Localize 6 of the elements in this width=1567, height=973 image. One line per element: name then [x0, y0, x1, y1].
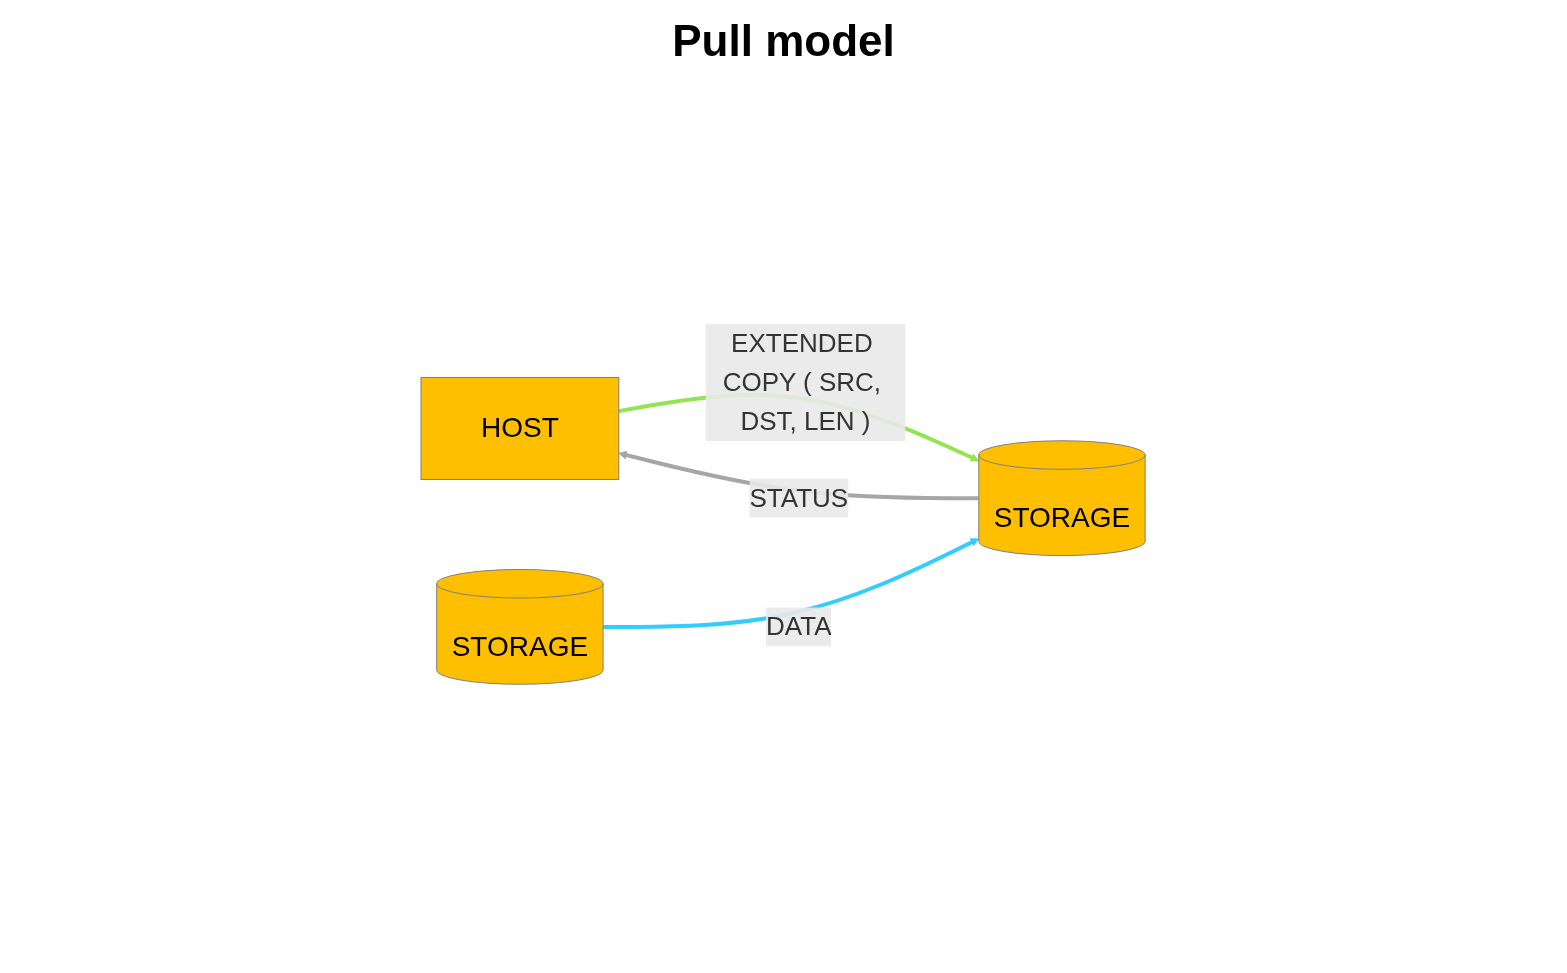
edge-label: DATA: [766, 611, 832, 642]
edge-label: STATUS: [749, 482, 849, 513]
edge-label: EXTENDED COPY ( SRC, DST, LEN ): [723, 327, 882, 436]
arrow: [603, 538, 980, 629]
node-box: HOST: [420, 376, 620, 480]
diagram-title: Pull model: [671, 16, 896, 66]
